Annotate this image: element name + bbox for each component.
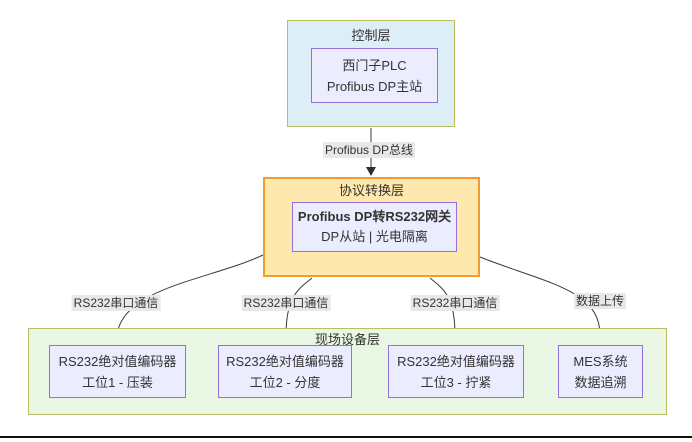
encoder1-node-line1: RS232绝对值编码器 bbox=[58, 353, 177, 369]
control-layer-title: 控制层 bbox=[351, 28, 391, 43]
field-layer-title: 现场设备层 bbox=[314, 332, 380, 347]
edge-label-profibus-bus: Profibus DP总线 bbox=[322, 142, 416, 158]
node-gateway: Profibus DP转RS232网关 DP从站 | 光电隔离 bbox=[292, 202, 457, 252]
node-siemens-plc: 西门子PLC Profibus DP主站 bbox=[311, 48, 438, 103]
encoder2-node-line2: 工位2 - 分度 bbox=[249, 374, 321, 390]
mes-node-line2: 数据追溯 bbox=[574, 374, 627, 390]
node-encoder-station1: RS232绝对值编码器 工位1 - 压装 bbox=[49, 345, 186, 398]
node-encoder-station2: RS232绝对值编码器 工位2 - 分度 bbox=[218, 345, 352, 398]
protocol-layer-title: 协议转换层 bbox=[338, 183, 404, 198]
node-mes-system: MES系统 数据追溯 bbox=[558, 345, 643, 398]
node-encoder-station3: RS232绝对值编码器 工位3 - 拧紧 bbox=[388, 345, 524, 398]
gateway-node-line1: Profibus DP转RS232网关 bbox=[297, 209, 452, 224]
gateway-node-line2: DP从站 | 光电隔离 bbox=[321, 229, 428, 244]
encoder1-node-line2: 工位1 - 压装 bbox=[82, 374, 153, 390]
bus-arrowhead bbox=[366, 167, 376, 176]
encoder3-node-line2: 工位3 - 拧紧 bbox=[420, 374, 492, 390]
encoder3-node-line1: RS232绝对值编码器 bbox=[397, 353, 515, 369]
plc-node-line2: Profibus DP主站 bbox=[326, 78, 423, 94]
edge-label-serial1: RS232串口通信 bbox=[71, 295, 161, 311]
edge-label-serial3: RS232串口通信 bbox=[410, 295, 500, 311]
edge-label-serial2: RS232串口通信 bbox=[241, 295, 331, 311]
encoder2-node-line1: RS232绝对值编码器 bbox=[226, 353, 344, 369]
edge-label-data-upload: 数据上传 bbox=[573, 293, 627, 309]
mes-node-line1: MES系统 bbox=[573, 353, 628, 369]
page-bottom-rule bbox=[0, 436, 692, 438]
plc-node-line1: 西门子PLC bbox=[342, 57, 407, 73]
